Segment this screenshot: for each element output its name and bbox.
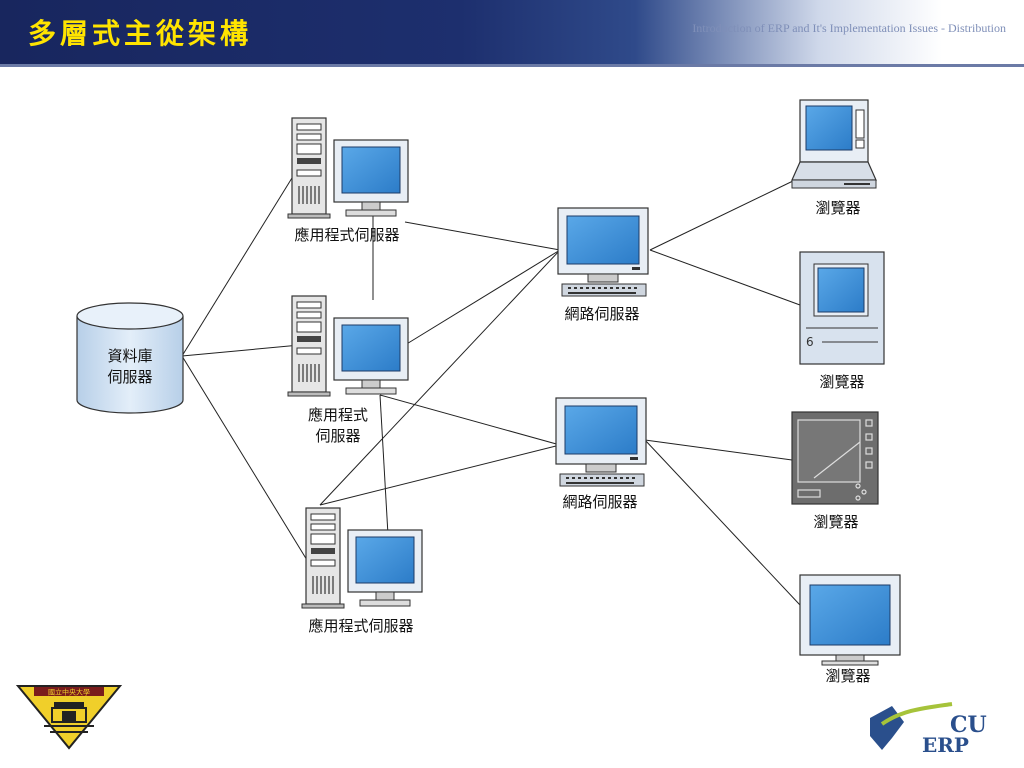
seal-text: 國立中央大學 bbox=[48, 688, 90, 697]
web-server-icon-2 bbox=[555, 397, 647, 487]
web-server-label-1: 網路伺服器 bbox=[564, 305, 640, 323]
browser-desktop-icon: 6 bbox=[799, 251, 885, 365]
database-server-icon bbox=[76, 302, 184, 414]
svg-text:6: 6 bbox=[806, 335, 814, 349]
app-server-label-1: 應用程式伺服器 bbox=[294, 226, 400, 244]
browser-laptop-icon bbox=[791, 99, 877, 189]
slide-title: 多層式主從架構 bbox=[28, 17, 253, 50]
browser-label-3: 瀏覽器 bbox=[813, 513, 859, 531]
app-server-label-2: 應用程式 伺服器 bbox=[296, 405, 380, 447]
web-server-label-2: 網路伺服器 bbox=[562, 493, 638, 511]
app-server-icon-3 bbox=[301, 507, 423, 609]
university-seal-logo: 國立中央大學 bbox=[15, 685, 123, 750]
browser-monitor-icon bbox=[799, 574, 901, 666]
app-server-icon-1 bbox=[287, 117, 409, 219]
logo-text-erp: ERP bbox=[922, 733, 969, 757]
web-server-icon-1 bbox=[557, 207, 649, 297]
browser-label-4: 瀏覽器 bbox=[825, 667, 871, 685]
header-banner: 多層式主從架構 Introduction of ERP and It's Imp… bbox=[0, 0, 1024, 67]
browser-label-1: 瀏覽器 bbox=[815, 199, 861, 217]
browser-terminal-icon bbox=[791, 411, 879, 505]
app-server-label-2-line1: 應用程式 bbox=[307, 406, 368, 424]
app-server-label-3: 應用程式伺服器 bbox=[308, 617, 414, 635]
database-label: 資料庫 伺服器 bbox=[98, 346, 162, 388]
slide-subtitle: Introduction of ERP and It's Implementat… bbox=[692, 21, 1006, 35]
app-server-icon-2 bbox=[287, 295, 409, 397]
ncu-erp-logo: CU ERP bbox=[870, 702, 987, 757]
database-label-line1: 資料庫 bbox=[107, 347, 153, 365]
database-label-line2: 伺服器 bbox=[107, 368, 153, 386]
browser-label-2: 瀏覽器 bbox=[819, 373, 865, 391]
connection-lines bbox=[181, 164, 801, 606]
logo-text-cu: CU bbox=[950, 712, 987, 738]
app-server-label-2-line2: 伺服器 bbox=[315, 427, 361, 445]
